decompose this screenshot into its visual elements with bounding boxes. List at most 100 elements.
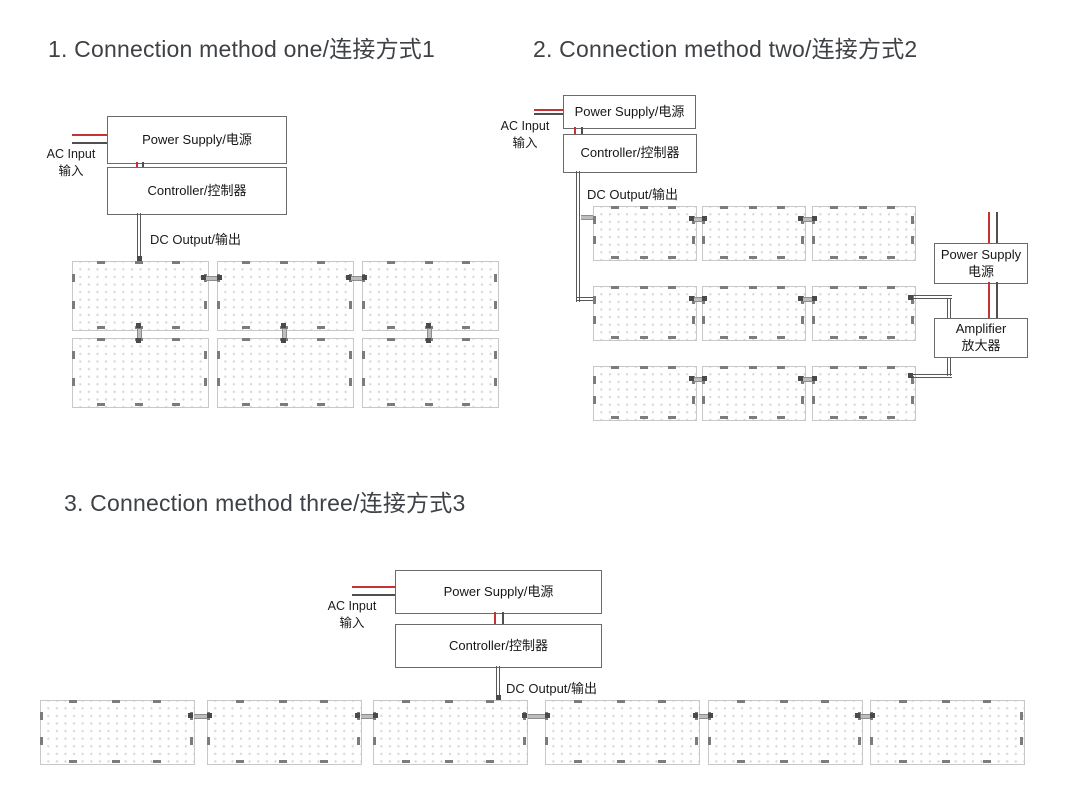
panel-connector-mark — [280, 403, 289, 406]
panel-connector-mark — [494, 377, 497, 386]
power-supply-label: Power Supply/电源 — [142, 131, 252, 147]
panel-connector-mark — [639, 336, 648, 339]
panel-connector-mark — [748, 286, 757, 289]
panel-link — [803, 377, 813, 382]
panel-link-terminal — [136, 338, 141, 343]
panel-connector-mark — [616, 760, 625, 763]
panel-connector-mark — [593, 236, 596, 245]
panel-connector-mark — [830, 206, 839, 209]
panel-connector-mark — [779, 760, 788, 763]
panel-connector-mark — [69, 760, 78, 763]
cable-terminal — [137, 256, 142, 261]
led-panel — [72, 338, 209, 408]
panel-connector-mark — [523, 736, 526, 745]
panel-link-terminal — [207, 713, 212, 718]
dc-output-label: DC Output/输出 — [150, 232, 242, 247]
panel-connector-mark — [320, 760, 329, 763]
panel-connector-mark — [720, 416, 729, 419]
panel-connector-mark — [886, 366, 895, 369]
panel-connector-mark — [444, 700, 453, 703]
panel-link-terminal — [870, 713, 875, 718]
panel-connector-mark — [748, 336, 757, 339]
panel-connector-mark — [748, 366, 757, 369]
panel-connector-mark — [40, 736, 43, 745]
panel-connector-mark — [911, 215, 914, 224]
panel-connector-mark — [858, 256, 867, 259]
power-supply2-label-en: Power Supply — [940, 246, 1022, 262]
panel-connector-mark — [171, 326, 180, 329]
controller-box: Controller/控制器 — [395, 624, 602, 668]
ac-wire-live — [352, 586, 395, 588]
led-panel — [217, 338, 354, 408]
amplifier-cable — [913, 295, 952, 299]
panel-link-terminal — [908, 295, 913, 300]
panel-connector-mark — [349, 377, 352, 386]
panel-connector-mark — [720, 336, 729, 339]
ac-input-label-cn: 输入 — [58, 163, 84, 178]
panel-connector-mark — [667, 416, 676, 419]
panel-link-terminal — [426, 338, 431, 343]
panel-connector-mark — [776, 336, 785, 339]
panel-connector-mark — [776, 366, 785, 369]
panel-link-terminal — [689, 376, 694, 381]
panel-connector-mark — [983, 760, 992, 763]
panel-link — [194, 714, 207, 719]
panel-connector-mark — [611, 416, 620, 419]
panel-connector-mark — [1020, 712, 1023, 721]
panel-link — [351, 276, 362, 281]
panel-connector-mark — [830, 416, 839, 419]
panel-connector-mark — [702, 316, 705, 325]
power-supply-box: Power Supply/电源 — [107, 116, 287, 164]
panel-connector-mark — [911, 375, 914, 384]
panel-connector-mark — [357, 736, 360, 745]
panel-connector-mark — [611, 286, 620, 289]
amplifier-label-en: Amplifier — [955, 321, 1007, 337]
led-panel — [870, 700, 1025, 765]
panel-connector-mark — [97, 403, 106, 406]
panel-connector-mark — [667, 286, 676, 289]
panel-connector-mark — [983, 700, 992, 703]
panel-connector-mark — [720, 256, 729, 259]
panel-connector-mark — [242, 261, 251, 264]
panel-connector-mark — [72, 377, 75, 386]
panel-connector-mark — [171, 403, 180, 406]
amplifier-box: Amplifier 放大器 — [934, 318, 1028, 358]
panel-connector-mark — [593, 375, 596, 384]
panel-connector-mark — [911, 396, 914, 405]
controller-box: Controller/控制器 — [107, 167, 287, 215]
panel-link — [803, 217, 813, 222]
panel-link-terminal — [812, 296, 817, 301]
panel-link-terminal — [855, 713, 860, 718]
panel-link-terminal — [281, 338, 286, 343]
panel-link-terminal — [702, 296, 707, 301]
ac-input-label-en: AC Input — [46, 147, 96, 161]
diagram1-title: 1. Connection method one/连接方式1 — [48, 36, 435, 62]
panel-connector-mark — [886, 336, 895, 339]
panel-link-terminal — [702, 376, 707, 381]
panel-connector-mark — [69, 700, 78, 703]
ac-wire-neutral — [352, 594, 395, 596]
ac-input-label-cn: 输入 — [512, 135, 538, 150]
led-panel — [702, 366, 806, 421]
ps-amp-wire-red — [988, 282, 990, 318]
panel-connector-mark — [387, 326, 396, 329]
power-supply-box: Power Supply/电源 — [563, 95, 696, 129]
diagram3-title: 3. Connection method three/连接方式3 — [64, 490, 466, 516]
panel-connector-mark — [667, 206, 676, 209]
ps-ctrl-wire-red — [574, 127, 576, 134]
panel-connector-mark — [911, 236, 914, 245]
panel-connector-mark — [616, 700, 625, 703]
panel-connector-mark — [72, 274, 75, 283]
panel-connector-mark — [40, 712, 43, 721]
panel-connector-mark — [776, 206, 785, 209]
power-supply2-label-cn: 电源 — [967, 263, 994, 279]
panel-connector-mark — [135, 261, 144, 264]
led-panel — [812, 206, 916, 261]
panel-link-terminal — [798, 216, 803, 221]
ac-input-label: AC Input 输入 — [492, 118, 558, 152]
panel-connector-mark — [658, 700, 667, 703]
panel-connector-mark — [362, 351, 365, 360]
panel-link-terminal — [373, 713, 378, 718]
led-panel — [702, 206, 806, 261]
panel-connector-mark — [941, 700, 950, 703]
